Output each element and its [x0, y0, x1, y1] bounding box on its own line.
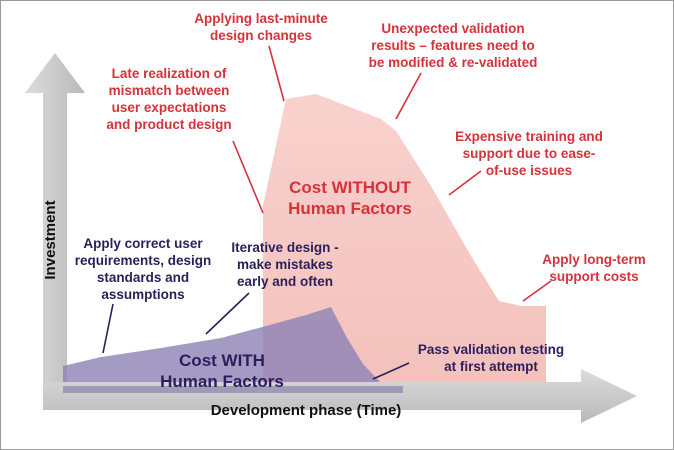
leader-unexpected-validation [395, 72, 422, 120]
leader-late-realization [232, 140, 264, 214]
y-axis-arrow [25, 53, 85, 406]
annotation-late-realization: Late realization of mismatch between use… [106, 66, 232, 132]
leader-last-minute [268, 45, 285, 102]
y-axis-label: Investment [42, 200, 59, 280]
cost-with-area [63, 307, 401, 393]
leader-long-term [522, 280, 552, 302]
baseline-strip [63, 386, 403, 393]
annotation-unexpected-validation: Unexpected validation results – features… [368, 21, 538, 70]
leader-expensive-training [448, 170, 482, 196]
leader-pass-validation [372, 362, 410, 380]
annotation-apply-correct: Apply correct user requirements, design … [74, 236, 212, 302]
leader-apply-correct [102, 303, 114, 354]
annotation-long-term: Apply long-term support costs [542, 252, 646, 284]
annotation-pass-validation: Pass validation testing at first attempt [417, 342, 565, 374]
x-axis-arrow [43, 369, 637, 423]
leader-iterative [205, 292, 250, 335]
annotation-expensive-training: Expensive training and support due to ea… [455, 129, 603, 178]
annotation-last-minute: Applying last-minute design changes [194, 11, 328, 43]
x-axis-label: Development phase (Time) [210, 402, 402, 419]
cost-with-label: Cost WITH Human Factors [160, 351, 284, 391]
annotation-iterative: Iterative design - make mistakes early a… [231, 240, 339, 289]
cost-without-label: Cost WITHOUT Human Factors [288, 178, 412, 218]
